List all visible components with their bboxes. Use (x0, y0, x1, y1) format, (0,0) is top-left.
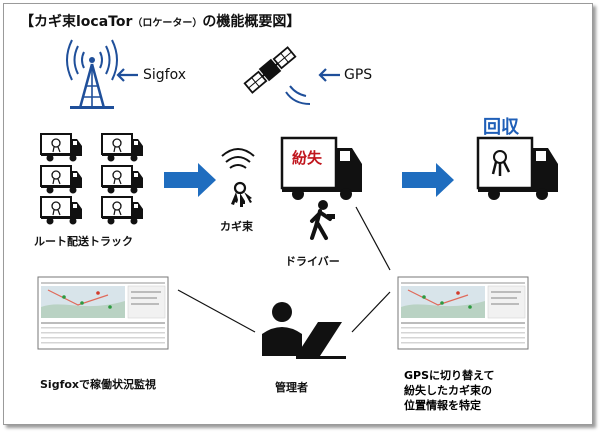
label-sigfox: Sigfox (143, 67, 187, 83)
flow-arrow-2 (402, 163, 454, 197)
label-driver: ドライバー (285, 255, 340, 268)
right-screen-line-3: 位置情報を特定 (404, 399, 481, 412)
label-keys: カギ束 (220, 220, 253, 233)
truck-icon (101, 165, 144, 195)
label-recovered: 回収 (483, 117, 519, 138)
label-gps: GPS (344, 67, 373, 83)
label-right-screen: GPSに切り替えて 紛失したカギ束の 位置情報を特定 (404, 368, 494, 413)
truck-icon (101, 133, 144, 163)
label-route-trucks: ルート配送トラック (34, 235, 133, 248)
connector-driver (355, 206, 391, 271)
lost-truck-icon (280, 136, 362, 200)
truck-icon (101, 196, 144, 226)
person-laptop-icon (262, 302, 346, 359)
connector-right (351, 291, 391, 333)
gps-signal-waves (285, 85, 311, 105)
connector-left (177, 289, 256, 333)
label-lost: 紛失 (292, 149, 323, 167)
right-screen-line-1: GPSに切り替えて (404, 369, 495, 382)
truck-fleet (40, 133, 144, 226)
gps-pointer-arrow (318, 68, 340, 82)
truck-icon (40, 196, 83, 226)
keys-icon (229, 181, 254, 209)
map-screen-icon (37, 276, 169, 350)
title-rest: の機能概要図】 (202, 14, 301, 30)
truck-icon (40, 165, 83, 195)
keys-signal-icon (221, 148, 255, 169)
title-reading: （ロケーター） (132, 18, 203, 29)
antenna-tower-icon (66, 39, 118, 109)
label-left-screen: Sigfoxで稼働状況監視 (40, 378, 157, 391)
label-manager: 管理者 (275, 381, 308, 394)
satellite-icon (243, 46, 297, 94)
sigfox-pointer-arrow (116, 68, 138, 82)
flow-arrow-1 (164, 163, 216, 197)
map-screen-icon (397, 276, 529, 350)
recovered-truck-icon (476, 136, 558, 200)
walking-person-icon (310, 200, 335, 240)
title-main: 【カギ束locaTor (20, 14, 133, 30)
right-screen-line-2: 紛失したカギ束の (404, 384, 492, 397)
diagram-title: 【カギ束locaTor（ロケーター）の機能概要図】 (20, 11, 300, 31)
truck-icon (40, 133, 83, 163)
